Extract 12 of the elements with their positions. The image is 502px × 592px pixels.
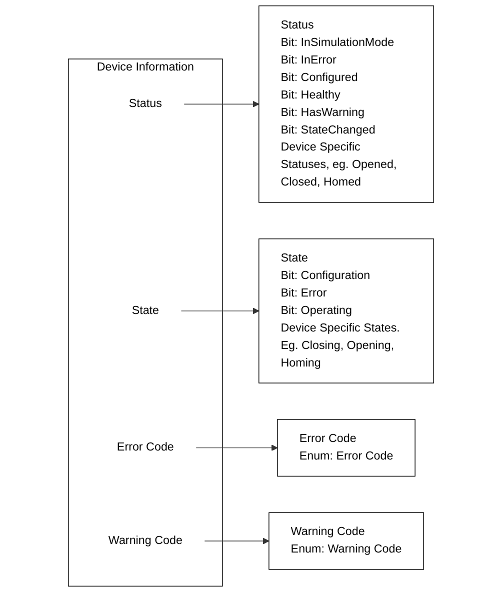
arrow: [180, 308, 260, 314]
node-box: Status Bit: InSimulationMode Bit: InError Bit: Configured Bit: Healthy Bit: HasWarning Bit: StateChanged Device Specific Statuses, eg. Opened, Closed, Homed: [258, 5, 434, 203]
node-text: Error Code: [116, 441, 174, 454]
arrow: [183, 100, 260, 108]
node-text: Status: [128, 98, 162, 110]
node-box: Warning Code Enum: Warning Code: [268, 512, 424, 570]
node-box: Error Code Enum: Error Code: [277, 419, 416, 477]
node-box: State Bit: Configuration Bit: Error Bit: Operating Device Specific States. Eg. Closing, Opening, Homing: [258, 238, 434, 384]
arrow: [195, 444, 278, 452]
node-text: Warning Code: [108, 534, 182, 547]
node-text: State: [132, 304, 160, 317]
arrow: [204, 538, 270, 544]
